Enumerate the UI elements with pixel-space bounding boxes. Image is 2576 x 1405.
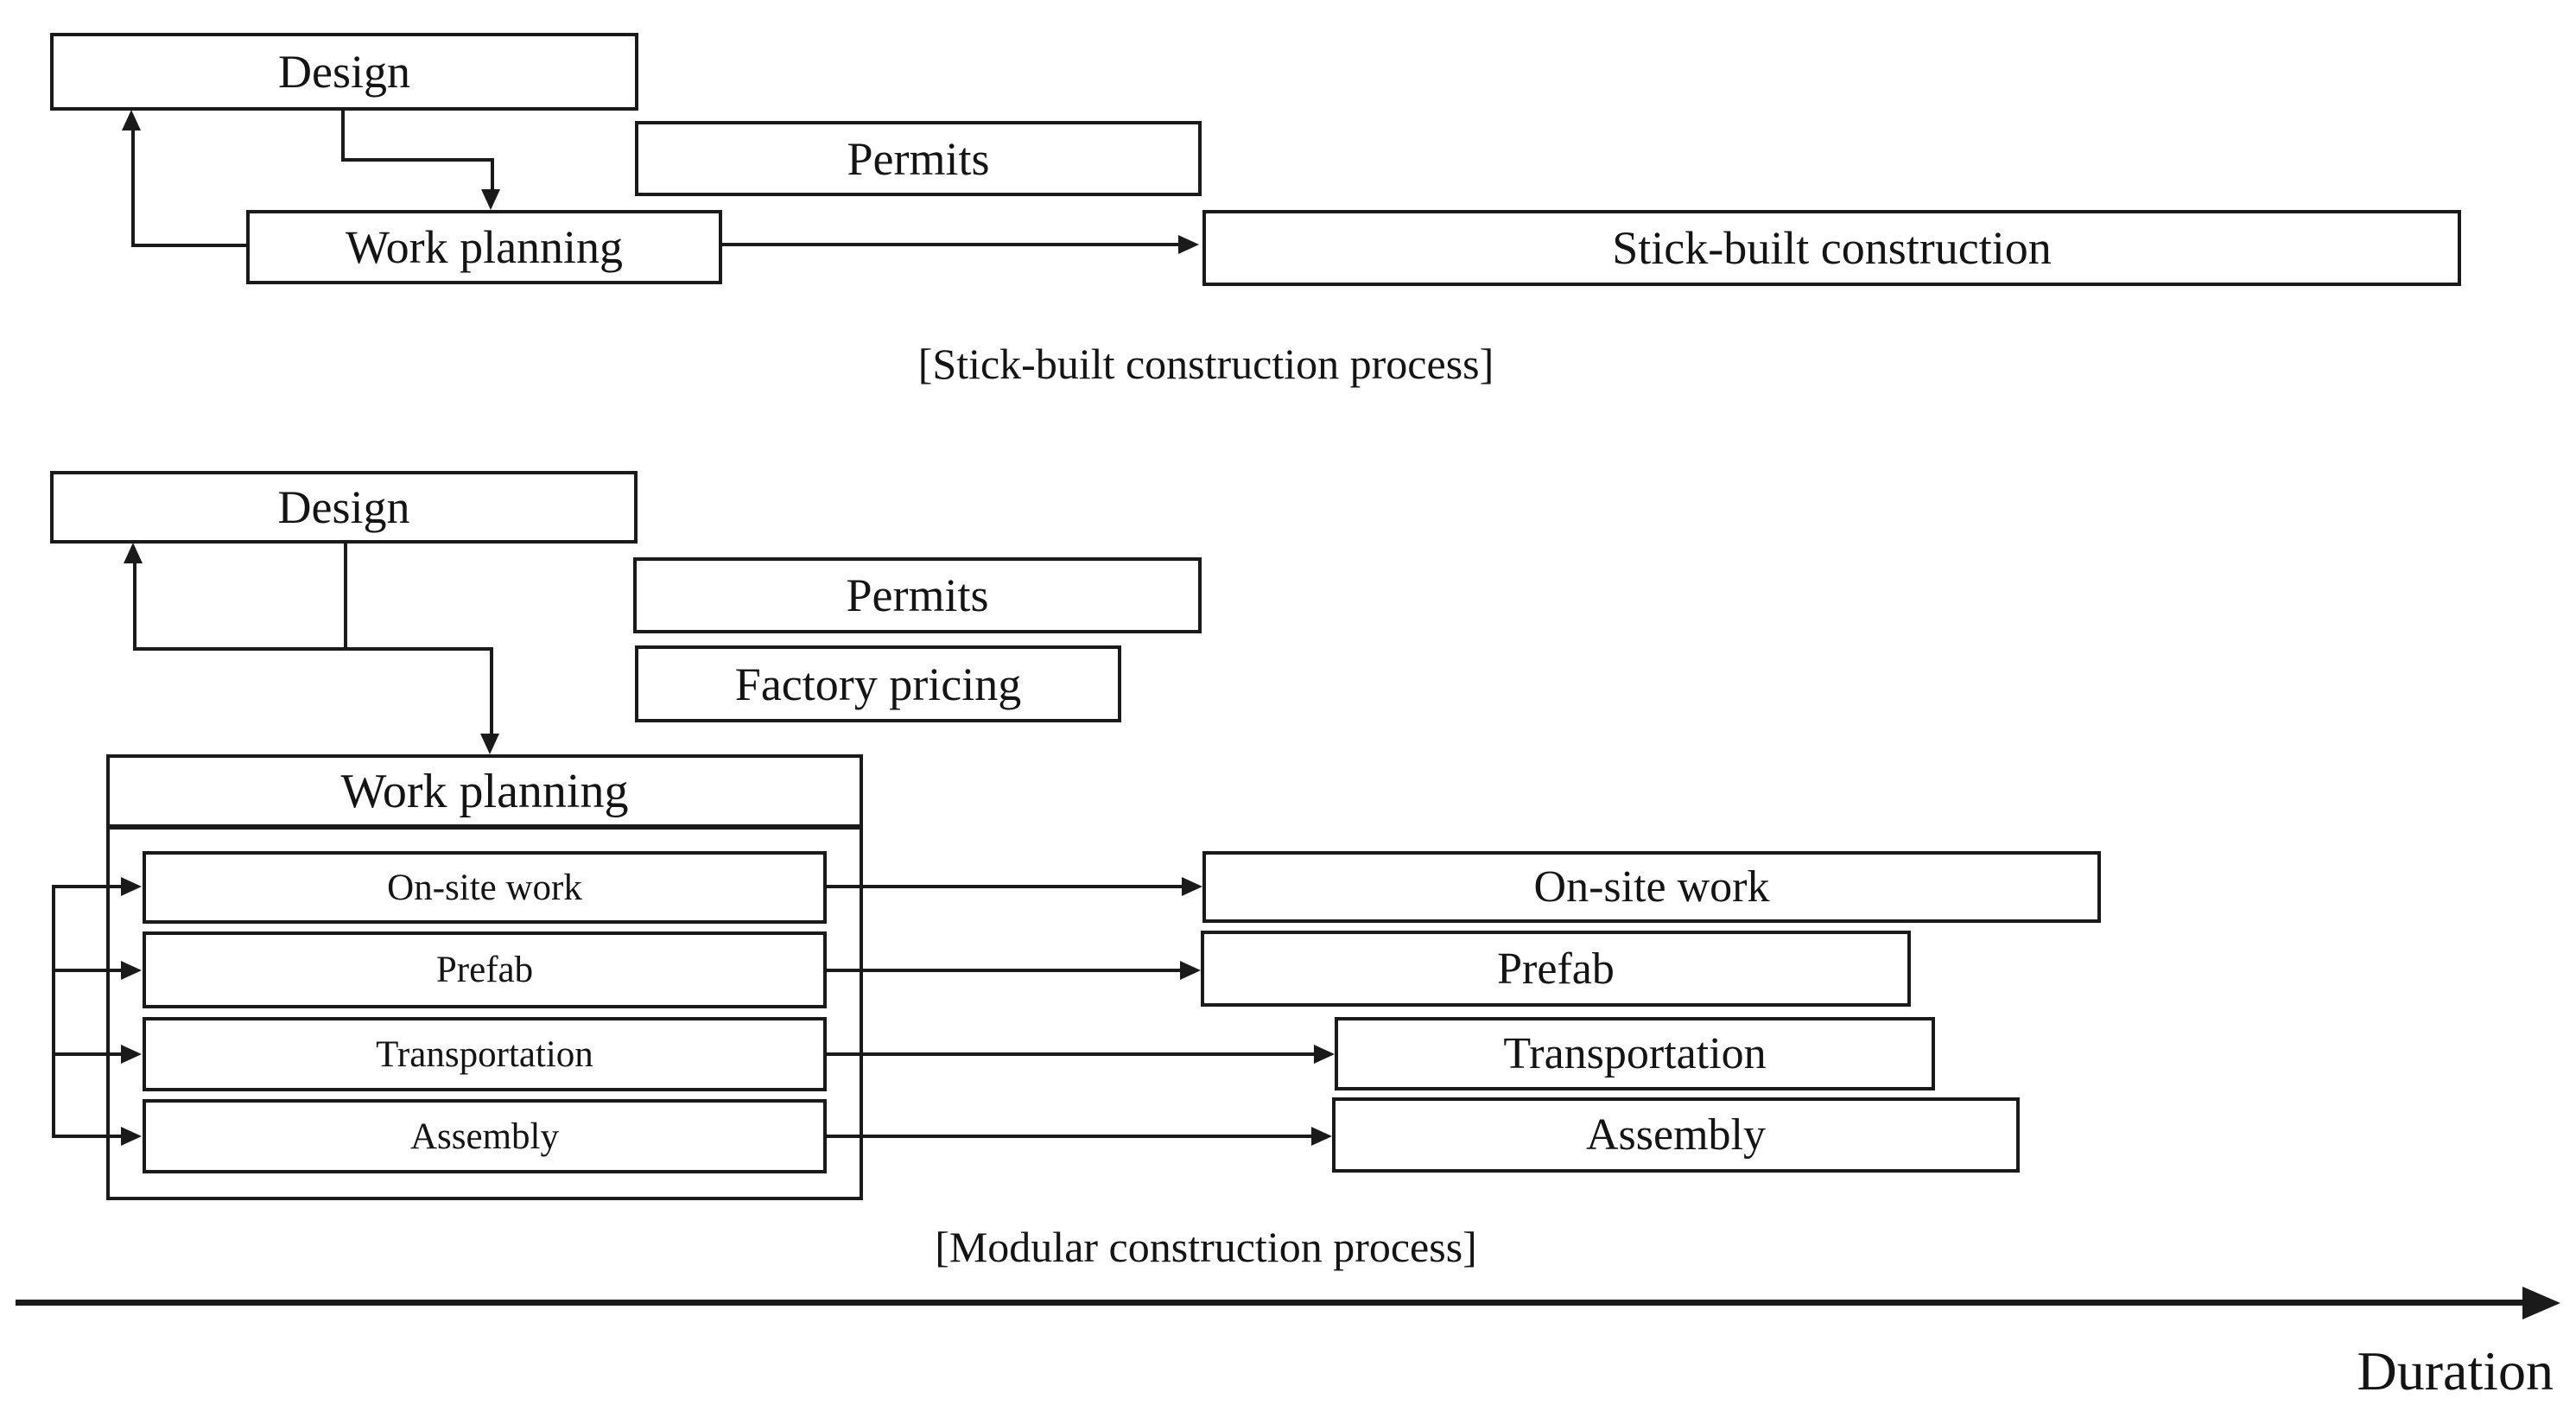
transportation-execution-line xyxy=(827,1052,1314,1056)
stick-work-planning-label: Work planning xyxy=(345,221,624,273)
modular-permits-label: Permits xyxy=(846,569,989,621)
stick-design-drop-line xyxy=(491,158,494,189)
planning-assembly-label: Assembly xyxy=(410,1116,559,1157)
arrow-right-into-planning-prefab-icon xyxy=(121,961,142,980)
comb-vertical-line xyxy=(52,885,55,1138)
execution-on-site-work-label: On-site work xyxy=(1533,862,1770,912)
stick-design-box: Design xyxy=(50,33,638,111)
execution-transportation-label: Transportation xyxy=(1503,1029,1767,1078)
planning-assembly-box: Assembly xyxy=(143,1099,827,1173)
modular-design-label: Design xyxy=(277,481,410,533)
arrow-right-into-planning-assembly-icon xyxy=(121,1127,142,1146)
arrow-down-into-modular-work-planning-icon xyxy=(480,734,499,754)
modular-feedback-vertical-line xyxy=(133,563,136,649)
arrow-up-into-modular-design-icon xyxy=(124,543,143,563)
arrow-right-into-execution-transportation-icon xyxy=(1314,1045,1335,1064)
modular-work-planning-header: Work planning xyxy=(110,758,860,830)
prefab-execution-line xyxy=(827,969,1180,972)
stick-design-label: Design xyxy=(278,46,410,98)
modular-connector-horizontal-line xyxy=(133,647,493,651)
stick-built-construction-box: Stick-built construction xyxy=(1202,210,2461,286)
arrow-up-into-stick-design-icon xyxy=(122,110,141,130)
stick-planning-to-construction-line xyxy=(722,243,1178,246)
arrow-right-into-planning-transportation-icon xyxy=(121,1045,142,1064)
stick-feedback-vertical-line xyxy=(131,130,135,247)
arrow-right-into-execution-assembly-icon xyxy=(1311,1127,1332,1146)
planning-transportation-label: Transportation xyxy=(376,1033,593,1075)
arrow-right-into-execution-on-site-icon xyxy=(1182,877,1202,896)
stick-work-planning-box: Work planning xyxy=(246,210,722,284)
stick-permits-box: Permits xyxy=(635,121,1202,196)
assembly-execution-line xyxy=(827,1135,1311,1138)
execution-assembly-box: Assembly xyxy=(1332,1097,2020,1173)
modular-work-planning-label: Work planning xyxy=(340,764,629,818)
planning-transportation-box: Transportation xyxy=(143,1017,827,1091)
modular-permits-box: Permits xyxy=(633,557,1202,633)
arrow-right-into-execution-prefab-icon xyxy=(1180,961,1201,980)
arrow-down-into-stick-work-planning-icon xyxy=(481,189,500,210)
modular-design-box: Design xyxy=(50,471,638,544)
execution-assembly-label: Assembly xyxy=(1586,1110,1766,1160)
modular-work-planning-container: Work planning On-site work Prefab Transp… xyxy=(106,754,863,1200)
duration-axis-line xyxy=(16,1300,2522,1306)
arrow-right-into-planning-on-site-icon xyxy=(121,877,142,896)
stick-permits-label: Permits xyxy=(847,132,990,185)
duration-axis-label: Duration xyxy=(2357,1340,2554,1402)
modular-factory-pricing-box: Factory pricing xyxy=(635,645,1121,722)
duration-axis-arrowhead-icon xyxy=(2522,1287,2560,1319)
modular-factory-pricing-label: Factory pricing xyxy=(734,658,1022,710)
execution-prefab-label: Prefab xyxy=(1497,944,1615,994)
execution-prefab-box: Prefab xyxy=(1201,931,1911,1007)
execution-on-site-work-box: On-site work xyxy=(1202,851,2101,923)
comb-stub-on-site-line xyxy=(52,885,121,888)
planning-prefab-box: Prefab xyxy=(143,931,827,1008)
stick-design-elbow-line xyxy=(341,158,494,162)
stick-built-construction-label: Stick-built construction xyxy=(1612,222,2052,274)
stick-built-caption: [Stick-built construction process] xyxy=(917,340,1494,388)
modular-caption: [Modular construction process] xyxy=(935,1223,1477,1271)
comb-stub-transportation-line xyxy=(52,1052,121,1056)
planning-on-site-work-label: On-site work xyxy=(387,867,582,908)
modular-drop-vertical-line xyxy=(490,647,493,734)
comb-stub-assembly-line xyxy=(52,1135,121,1138)
planning-prefab-label: Prefab xyxy=(435,950,534,990)
stick-feedback-horizontal-line xyxy=(131,244,248,247)
on-site-execution-line xyxy=(827,885,1182,888)
comb-stub-prefab-line xyxy=(52,969,121,972)
stick-design-down-line xyxy=(341,110,345,162)
modular-design-down-line xyxy=(344,544,347,651)
planning-on-site-work-box: On-site work xyxy=(143,851,827,924)
execution-transportation-box: Transportation xyxy=(1335,1017,1935,1090)
arrow-right-into-stick-built-construction-icon xyxy=(1178,235,1199,254)
